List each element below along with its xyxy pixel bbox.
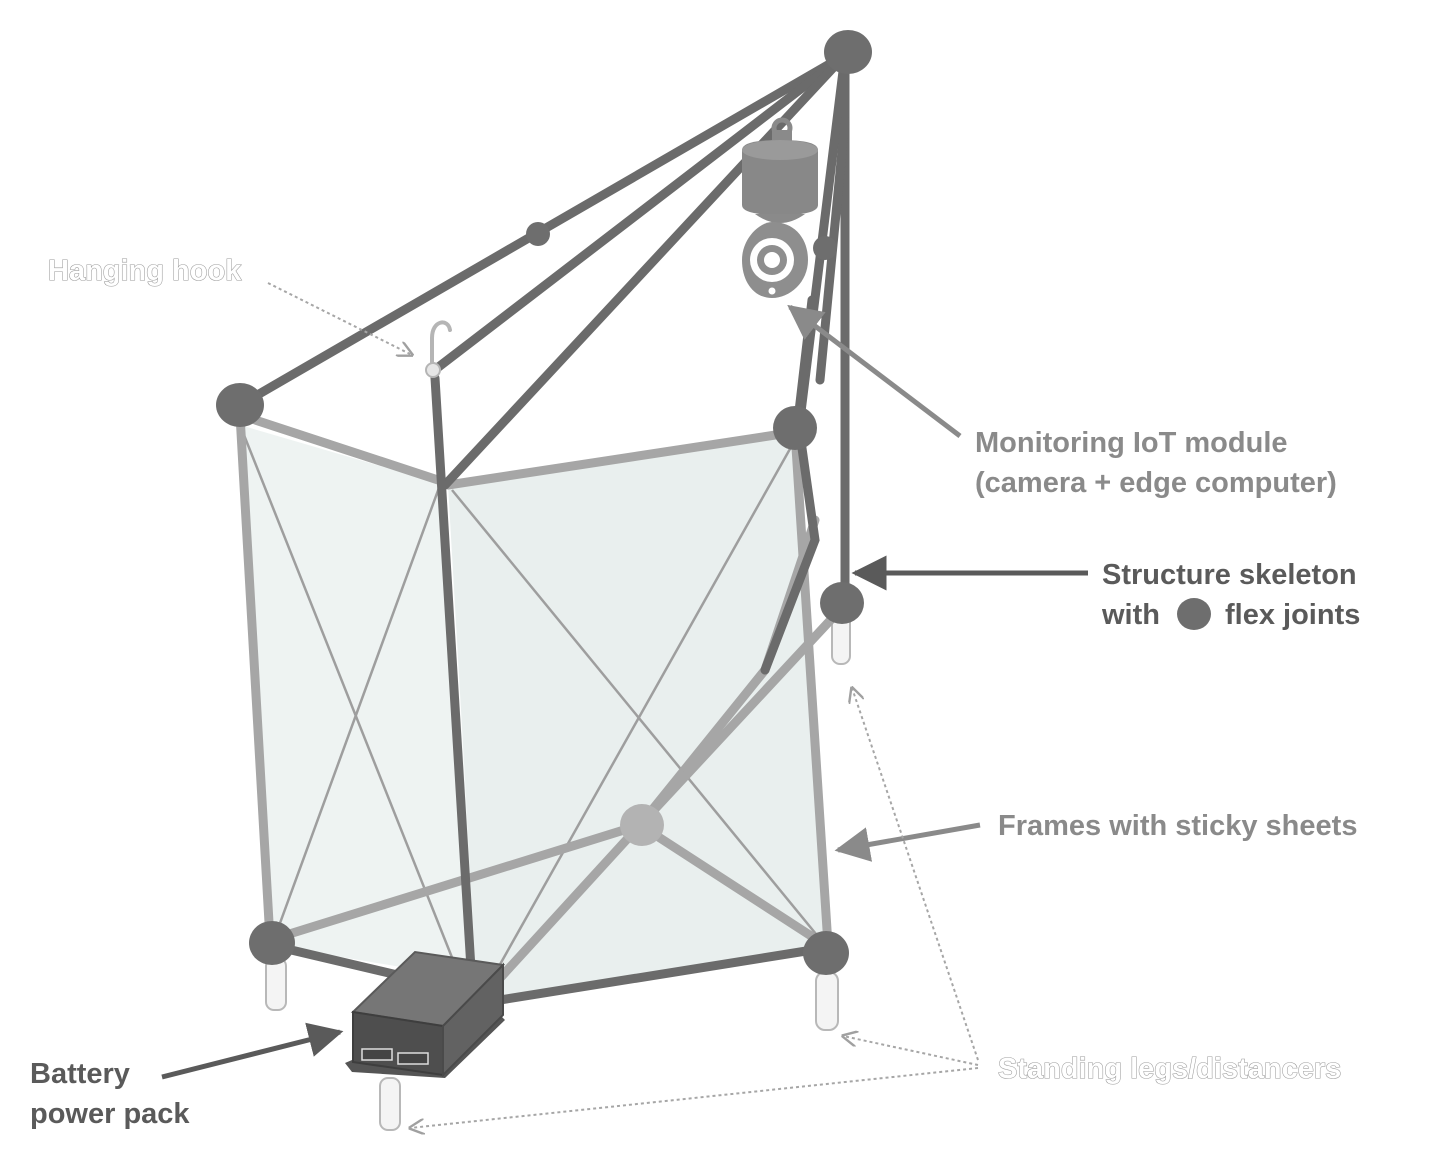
joint-top — [824, 30, 872, 74]
label-iot-line2: (camera + edge computer) — [975, 467, 1337, 499]
arrow-battery — [161, 1022, 344, 1080]
cross-strings — [238, 424, 826, 1001]
iot-module — [742, 117, 818, 298]
label-battery-line2: power pack — [30, 1098, 190, 1130]
labels: Hanging hook Monitoring IoT module (came… — [30, 254, 1360, 1130]
standing-legs — [265, 611, 851, 1131]
label-iot-line1: Monitoring IoT module — [975, 427, 1288, 459]
iot-body-icon — [742, 140, 818, 215]
battery-side — [442, 962, 504, 1078]
label-legs: Standing legs/distancers — [998, 1053, 1341, 1085]
leg-battery — [379, 1077, 401, 1131]
arrow-legs-3 — [410, 1067, 979, 1128]
label-hanging-hook: Hanging hook — [48, 255, 242, 287]
legend-joint-icon — [1177, 598, 1211, 630]
leg-right-front — [815, 971, 839, 1031]
arrow-legs-2 — [843, 1036, 979, 1066]
arrow-iot — [787, 304, 962, 438]
sheet-left — [240, 425, 478, 980]
joint-top-left — [216, 383, 264, 427]
joint-bottom-left — [249, 921, 295, 965]
flex-joints — [216, 30, 872, 975]
joint-right-bottom — [820, 582, 864, 624]
battery-port-2 — [397, 1052, 429, 1065]
frames — [235, 410, 843, 1005]
label-frames: Frames with sticky sheets — [998, 810, 1357, 842]
label-skeleton-flex: flex joints — [1225, 599, 1360, 631]
joint-mid-small — [526, 222, 550, 246]
label-battery-line1: Battery — [30, 1058, 130, 1090]
arrow-legs-1 — [852, 688, 979, 1061]
battery-base — [345, 1015, 505, 1078]
battery-port-1 — [361, 1048, 393, 1061]
leg-left — [265, 957, 287, 1011]
joint-back-right — [773, 406, 817, 450]
label-skeleton-with: with — [1101, 599, 1160, 631]
callout-arrows — [161, 282, 1088, 1128]
joint-right-small — [813, 236, 837, 260]
label-skeleton-line1: Structure skeleton — [1102, 559, 1357, 591]
arrow-hook — [267, 282, 412, 355]
joint-bottom-right — [803, 931, 849, 975]
arrow-frames — [834, 822, 981, 862]
joint-center-light — [620, 804, 664, 846]
hanging-hook-icon — [425, 320, 452, 378]
battery-pack — [345, 950, 506, 1078]
